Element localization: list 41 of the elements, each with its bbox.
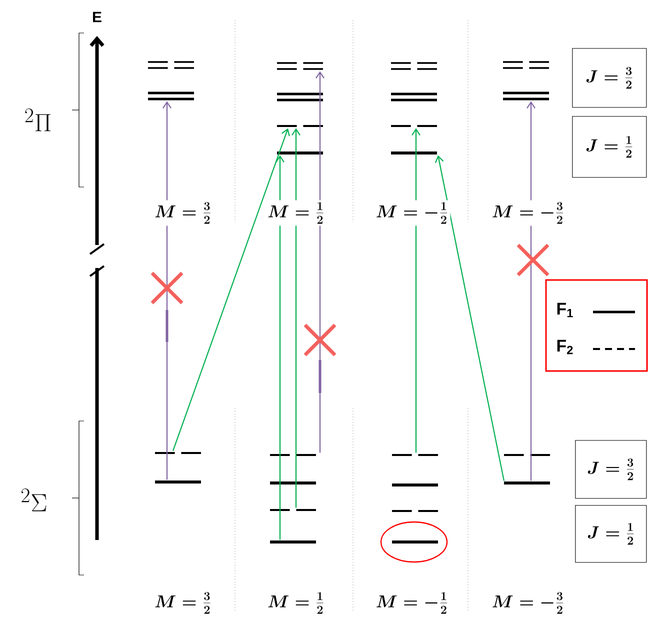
term-symbol: $^{2}\Pi$ (25, 108, 50, 132)
legend-label: F$_{1}$ (557, 302, 573, 318)
quantum-number-box: $J = \frac{3}{2}$ (575, 440, 647, 499)
energy-level (277, 92, 323, 102)
energy-level (504, 482, 550, 484)
axis-label: E (93, 12, 102, 22)
legend-label: F$_{2}$ (557, 340, 573, 354)
projection-label: $M = \frac{3}{2}$ (152, 200, 214, 226)
energy-level (270, 540, 316, 544)
projection-label: $M = \frac{1}{2}$ (266, 200, 326, 226)
energy-level (392, 484, 438, 486)
energy-level (155, 480, 201, 484)
transition-arrow (162, 101, 172, 480)
energy-level (503, 61, 549, 69)
transition-arrow (292, 128, 300, 508)
transition-arrow (434, 155, 505, 481)
transition-arrow (172, 128, 290, 451)
projection-label: $M = -\frac{1}{2}$ (374, 200, 450, 226)
transition-arrow (276, 155, 284, 540)
energy-level (391, 152, 437, 154)
energy-level (148, 92, 194, 100)
quantum-number-box: $J = \frac{3}{2}$ (572, 48, 647, 108)
energy-level (391, 62, 437, 70)
transition-arrow (526, 101, 536, 481)
quantum-number-box: $J = \frac{1}{2}$ (575, 505, 647, 563)
energy-level (270, 482, 316, 484)
transition-arrow (412, 128, 420, 453)
energy-level (148, 61, 194, 69)
term-symbol: $^{2}\Sigma$ (22, 488, 46, 512)
energy-level (277, 62, 323, 70)
transition-arrow (316, 71, 324, 453)
projection-label: $M = \frac{1}{2}$ (266, 590, 326, 616)
quantum-number-box: $J = \frac{1}{2}$ (572, 116, 647, 178)
projection-label: $M = -\frac{3}{2}$ (490, 590, 566, 616)
energy-level (391, 92, 437, 102)
energy-level (503, 92, 549, 100)
projection-label: $M = -\frac{3}{2}$ (490, 200, 566, 226)
projection-label: $M = -\frac{1}{2}$ (374, 590, 450, 616)
projection-label: $M = \frac{3}{2}$ (152, 590, 214, 616)
energy-level (392, 540, 438, 544)
energy-level (277, 152, 323, 154)
